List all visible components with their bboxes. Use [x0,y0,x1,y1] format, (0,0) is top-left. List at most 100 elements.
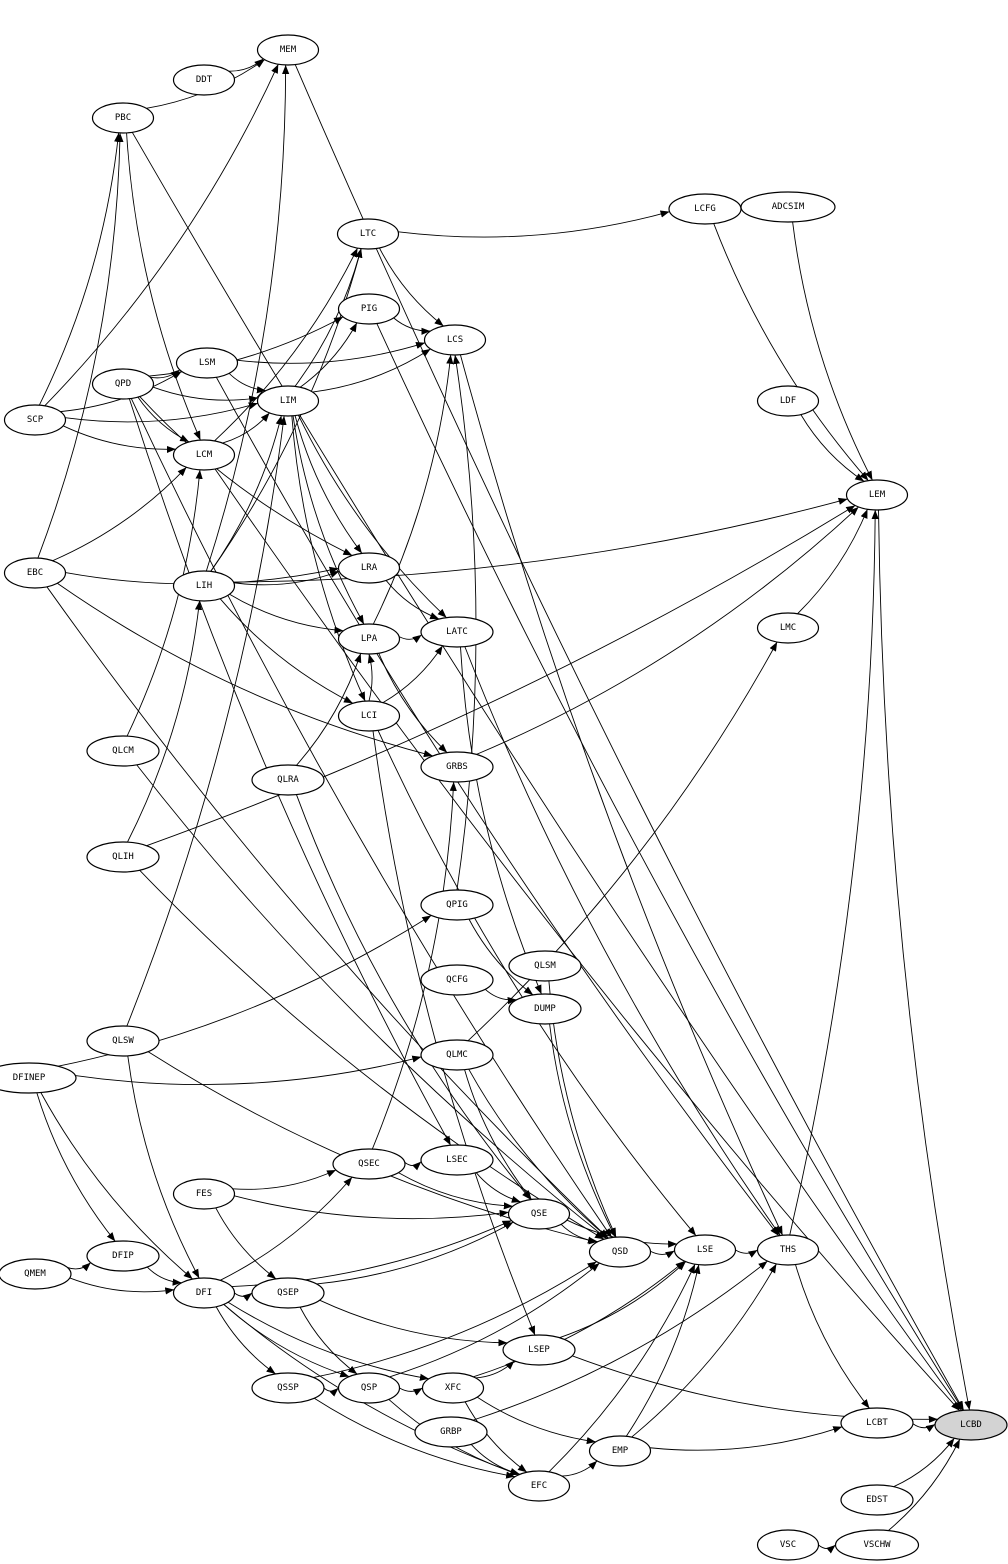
node-ellipse [420,964,494,996]
edge-efc-to-lse [548,1263,696,1473]
node-emp[interactable]: EMP [588,1435,652,1467]
node-ellipse [256,385,320,417]
node-ddt[interactable]: DDT [172,64,236,96]
edge-qpd-to-lsm [150,369,181,379]
edge-qssp-to-qsp [323,1387,339,1397]
edge-qlcm-to-qsd [136,764,607,1239]
edge-pig-to-lcbd [376,323,964,1411]
node-ellipse [673,1234,737,1266]
edge-dfinep-to-dfi [40,1092,193,1280]
node-qpig[interactable]: QPIG [420,889,494,921]
node-label: LSM [199,358,216,368]
edge-qlra-to-qse [296,794,532,1200]
node-lcfg[interactable]: LCFG [668,193,742,225]
node-vsc[interactable]: VSC [756,1529,820,1561]
node-lpa[interactable]: LPA [337,623,401,655]
node-lmc[interactable]: LMC [756,612,820,644]
node-lcm[interactable]: LCM [172,439,236,471]
node-qcfg[interactable]: QCFG [420,964,494,996]
node-lsec[interactable]: LSEC [420,1144,494,1176]
node-dfi[interactable]: DFI [172,1277,236,1309]
node-qsd[interactable]: QSD [588,1236,652,1268]
node-qsep[interactable]: QSEP [251,1277,325,1309]
node-ltc[interactable]: LTC [336,218,400,250]
node-ellipse [756,1234,820,1266]
node-lih[interactable]: LIH [172,570,236,602]
node-vschw[interactable]: VSCHW [834,1529,920,1561]
node-dfinep[interactable]: DFINEP [0,1062,77,1094]
node-qlsm[interactable]: QLSM [508,950,582,982]
edge-qlra-to-lpa [296,653,362,766]
node-qlra[interactable]: QLRA [251,764,325,796]
node-ellipse [845,479,909,511]
edge-ddt-to-mem [228,58,264,72]
node-dump[interactable]: DUMP [508,993,582,1025]
node-qlih[interactable]: QLIH [86,841,160,873]
node-edst[interactable]: EDST [840,1484,914,1516]
node-pig[interactable]: PIG [337,293,401,325]
node-grbp[interactable]: GRBP [414,1416,488,1448]
node-pbc[interactable]: PBC [91,102,155,134]
node-label: LEM [869,490,886,500]
node-ellipse [336,218,400,250]
node-ellipse [756,385,820,417]
node-lcbd[interactable]: LCBD [934,1409,1008,1441]
node-qmem[interactable]: QMEM [0,1258,72,1290]
node-lcs[interactable]: LCS [423,324,487,356]
edge-scp-to-mem [44,64,279,407]
node-qsp[interactable]: QSP [337,1372,401,1404]
node-qse[interactable]: QSE [507,1198,571,1230]
node-lcbt[interactable]: LCBT [840,1407,914,1439]
node-lsep[interactable]: LSEP [502,1334,576,1366]
edge-edst-to-lcbd [893,1438,955,1488]
node-adcsim[interactable]: ADCSIM [740,191,836,223]
edge-lsm-to-lim [228,373,266,394]
node-qsec[interactable]: QSEC [332,1148,406,1180]
node-lci[interactable]: LCI [337,700,401,732]
edge-scp-to-lim [65,402,258,423]
node-ths[interactable]: THS [756,1234,820,1266]
node-lsm[interactable]: LSM [175,347,239,379]
node-lem[interactable]: LEM [845,479,909,511]
edge-lim-to-lcs [312,348,431,393]
node-ellipse [251,1277,325,1309]
edge-lcm-to-lim [222,412,270,444]
node-ldf[interactable]: LDF [756,385,820,417]
node-lra[interactable]: LRA [337,552,401,584]
node-label: QCFG [446,975,468,985]
node-xfc[interactable]: XFC [421,1372,485,1404]
node-qpd[interactable]: QPD [91,368,155,400]
node-scp[interactable]: SCP [3,404,67,436]
edge-lih-to-lpa [229,593,344,634]
node-latc[interactable]: LATC [420,616,494,648]
edge-qsp-to-qsd [389,1262,600,1378]
node-ebc[interactable]: EBC [3,557,67,589]
edge-ths-to-lem [789,509,879,1236]
node-mem[interactable]: MEM [256,34,320,66]
node-label: DFI [196,1288,212,1298]
node-lse[interactable]: LSE [673,1234,737,1266]
node-qlmc[interactable]: QLMC [420,1039,494,1071]
node-ellipse [86,1025,160,1057]
edge-lim-to-lpa [292,415,365,625]
node-qlsw[interactable]: QLSW [86,1025,160,1057]
edge-efc-to-emp [561,1460,598,1477]
node-qlcm[interactable]: QLCM [86,735,160,767]
node-lim[interactable]: LIM [256,385,320,417]
node-ellipse [3,404,67,436]
node-grbs[interactable]: GRBS [420,751,494,783]
node-qssp[interactable]: QSSP [251,1372,325,1404]
node-ellipse [172,439,236,471]
edge-qlcm-to-lcm [126,469,203,737]
node-ellipse [508,993,582,1025]
node-ellipse [421,1372,485,1404]
edge-pbc-to-lcm [126,132,201,441]
node-efc[interactable]: EFC [507,1470,571,1502]
node-ellipse [0,1062,77,1094]
edge-fes-to-qsep [215,1207,277,1280]
edge-qlih-to-lih [127,600,203,843]
node-dfip[interactable]: DFIP [86,1240,160,1272]
edge-lcs-to-ths [459,354,784,1236]
edge-dfinep-to-qlmc [75,1055,422,1086]
node-fes[interactable]: FES [172,1178,236,1210]
